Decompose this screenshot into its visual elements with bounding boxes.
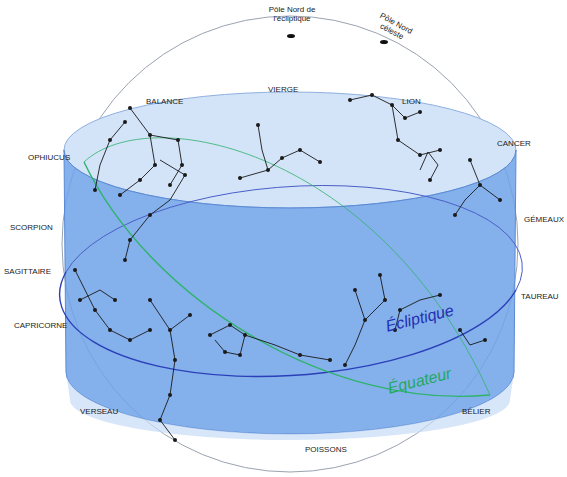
constellation-label: GÉMEAUX — [524, 216, 564, 225]
constellation-label: VERSEAU — [80, 408, 118, 417]
constellation-label: CANCER — [497, 140, 531, 149]
band-top — [64, 92, 516, 208]
constellation-label: TAUREAU — [521, 293, 559, 302]
constellation-label: POISSONS — [305, 446, 347, 455]
constellation-lines — [75, 95, 500, 440]
sphere-outline — [62, 16, 518, 472]
constellation-label: BALANCE — [146, 98, 183, 107]
celestial-pole — [380, 40, 388, 44]
stars — [73, 93, 502, 442]
band-front — [64, 150, 516, 434]
ecliptic-pole — [287, 34, 295, 38]
constellation-label: SAGITTAIRE — [4, 268, 51, 277]
constellation-label: BÉLIER — [462, 408, 490, 417]
constellation-label: OPHIUCUS — [28, 154, 70, 163]
constellation-label: VIERGE — [268, 86, 298, 95]
equator-back — [84, 138, 490, 395]
constellation-label: CAPRICORNE — [14, 322, 67, 331]
constellation-label: LION — [402, 98, 421, 107]
constellation-label: Pôle Nord de l'écliptique — [255, 6, 329, 24]
equator-front — [84, 162, 490, 396]
ecliptic-front — [60, 272, 516, 377]
constellation-label: SCORPION — [10, 224, 53, 233]
